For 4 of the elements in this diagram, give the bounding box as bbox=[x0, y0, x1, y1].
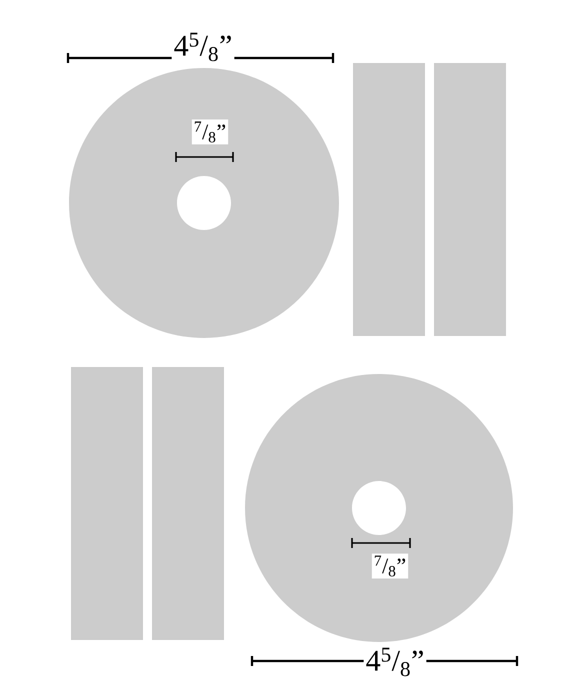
dimension-label: $^{7}$/$_{8}$” bbox=[372, 554, 408, 578]
dimension-label: 4$^{5}$/$_{8}$” bbox=[172, 30, 234, 64]
dimension-label: $^{7}$/$_{8}$” bbox=[192, 120, 228, 144]
dimension-label: 4$^{5}$/$_{8}$” bbox=[364, 646, 426, 678]
